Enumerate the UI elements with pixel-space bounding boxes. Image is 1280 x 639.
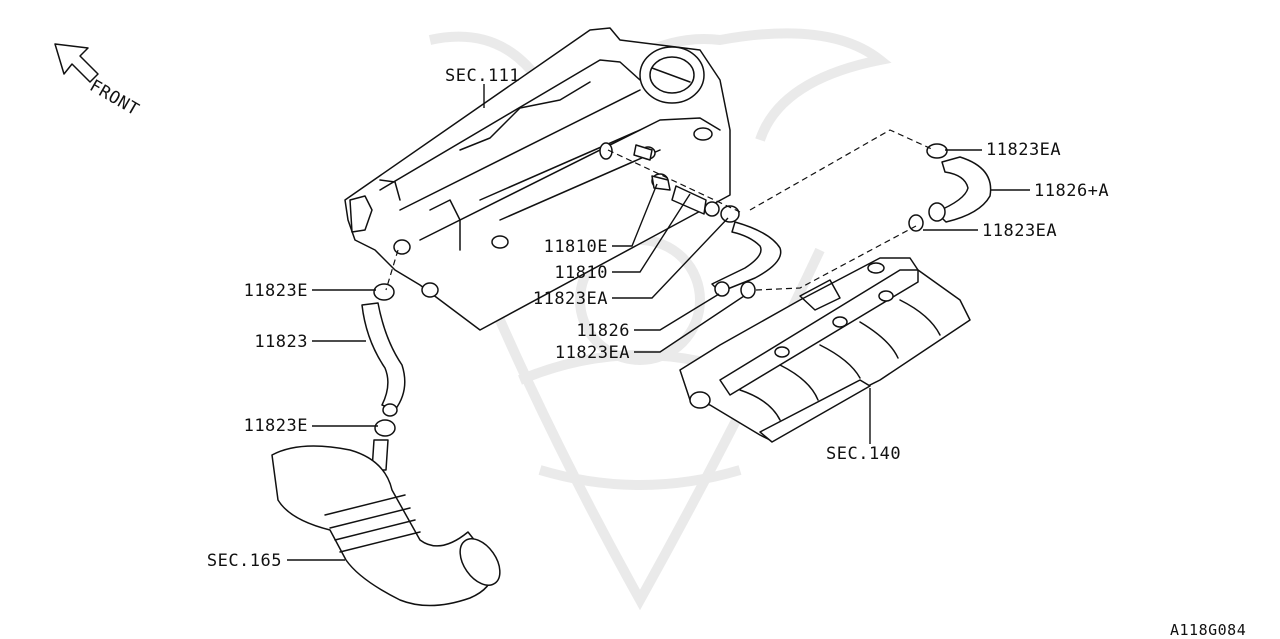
callout-11810: 11810 (554, 263, 608, 283)
callout-11823e-top: 11823E (243, 281, 308, 301)
callout-11823ea-b: 11823EA (554, 343, 630, 363)
callout-11826: 11826 (576, 321, 630, 341)
cylinder-head-cover (344, 27, 731, 331)
connection-lines (385, 129, 935, 291)
leader-lines (287, 84, 1030, 561)
intake-manifold (679, 257, 971, 443)
pcv-hose-11823 (361, 283, 406, 471)
front-arrow-icon (54, 43, 99, 83)
callout-11826a: 11826+A (1034, 181, 1110, 201)
callout-11823ea-mid: 11823EA (982, 221, 1058, 241)
callout-sec-111: SEC.111 (445, 66, 521, 86)
callout-sec-165: SEC.165 (206, 551, 282, 571)
pcv-valve (633, 144, 740, 223)
callout-11823: 11823 (254, 332, 308, 352)
callout-11810e: 11810E (543, 237, 608, 257)
callout-11823ea-top: 11823EA (986, 140, 1062, 160)
figure-code: A118G084 (1170, 621, 1247, 639)
blowby-hose-11826a (908, 143, 992, 232)
pcv-hose-11826 (711, 221, 782, 299)
air-duct (271, 445, 501, 607)
callout-sec-140: SEC.140 (826, 444, 902, 464)
callout-11823ea-a: 11823EA (532, 289, 608, 309)
callout-11823e-bottom: 11823E (243, 416, 308, 436)
